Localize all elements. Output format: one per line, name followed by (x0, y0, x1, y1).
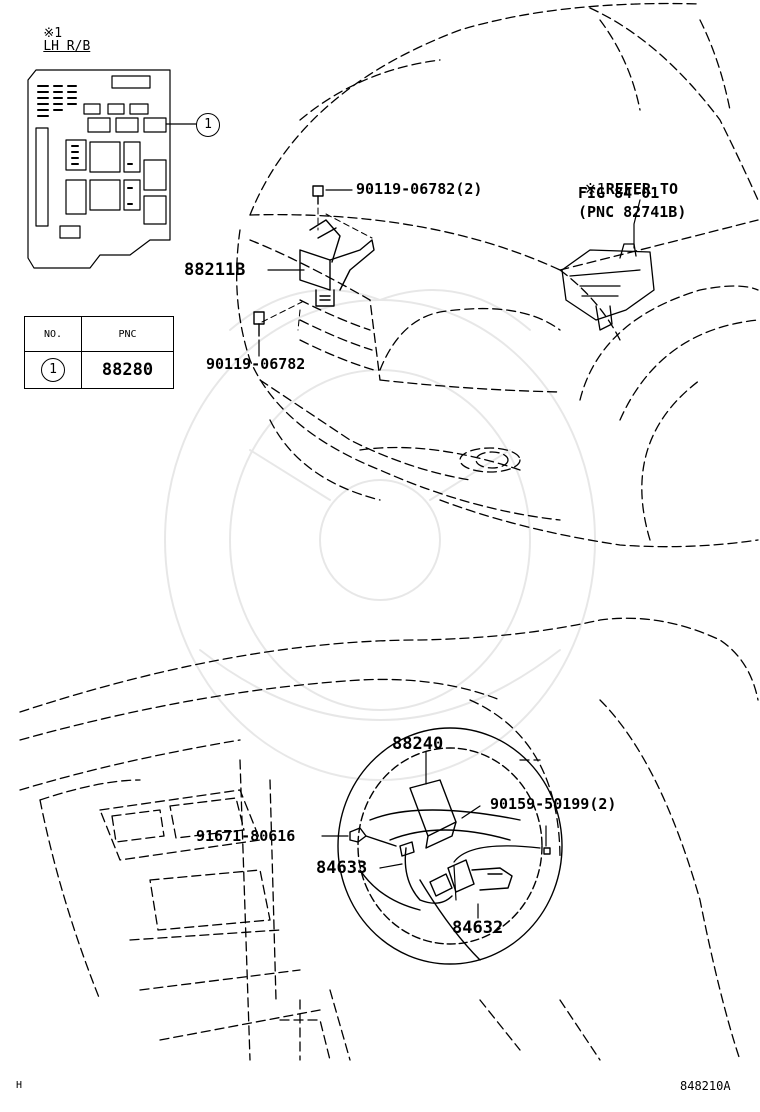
nut-icon (349, 827, 397, 847)
footer-left: H (16, 1080, 23, 1091)
car-front-drawing (236, 2, 759, 548)
table-cell-pnc: 88280 (81, 351, 174, 389)
table-cell-no: 1 (24, 351, 82, 389)
table-header-row: NO. PNC (24, 316, 174, 352)
relay-callout-number: 1 (196, 113, 220, 137)
label-nut: 91671-80616 (196, 827, 296, 845)
label-screw: 90159-50199(2) (490, 795, 617, 813)
table-row-number: 1 (41, 358, 65, 382)
table-header-pnc: PNC (81, 316, 174, 352)
relay-assembly-drawing (561, 243, 655, 331)
label-bracket: 88211B (184, 260, 246, 280)
refer-note: ※1REFER TO (548, 167, 678, 212)
refer-line3: (PNC 82741B) (578, 203, 687, 221)
switch-drawing (447, 847, 551, 893)
bracket-drawing (299, 219, 375, 307)
refer-line1: REFER TO (605, 180, 678, 198)
label-switch: 84632 (452, 918, 504, 938)
footer-code: 848210A (680, 1079, 731, 1093)
note-mark: ※1 (43, 26, 63, 41)
label-bolt-bottom: 90119-06782 (206, 355, 306, 373)
bolt-icons (253, 185, 324, 337)
harness-drawing (399, 841, 453, 904)
note-header-text: LH R/B (43, 39, 91, 54)
dashboard-drawing (19, 617, 759, 1061)
relay-box-drawing (27, 69, 171, 269)
label-harness: 84633 (316, 858, 368, 878)
refer-line2: FIG 84-01 (578, 184, 660, 202)
steering-wheel-drawing (337, 727, 563, 965)
label-computer: 88240 (392, 734, 444, 754)
label-bolt-top: 90119-06782(2) (356, 180, 483, 198)
note-header: ※1 LH R/B (12, 14, 90, 66)
table-row: 1 88280 (24, 351, 174, 389)
table-header-no: NO. (24, 316, 82, 352)
computer-drawing (409, 779, 457, 849)
parts-table: NO. PNC 1 88280 (24, 316, 174, 389)
refer-mark: ※1 (584, 180, 606, 198)
